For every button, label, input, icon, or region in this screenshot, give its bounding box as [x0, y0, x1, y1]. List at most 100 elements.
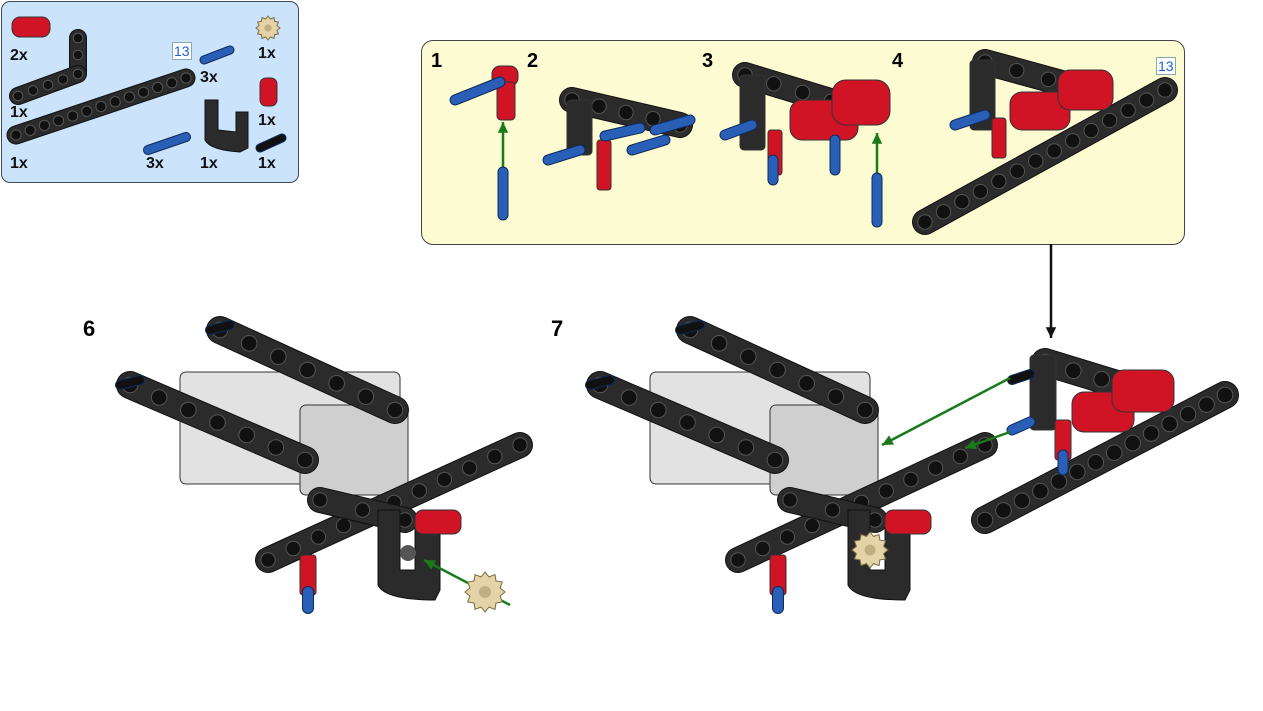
step4-long-beam-hole — [917, 214, 933, 230]
tan-gear-part-hub — [264, 24, 272, 32]
step7-sub-blue-pin — [1007, 417, 1035, 435]
step6-beam-back-hole — [299, 361, 316, 379]
step6-axle-joiner — [414, 509, 462, 535]
step7-beam-back-hole — [798, 375, 815, 392]
l-beam-part-hole — [72, 68, 84, 80]
long-beam-part-hole — [10, 129, 22, 141]
step7-cross-beam-hole — [927, 460, 944, 476]
step7-sub-long-beam-hole — [1087, 454, 1105, 471]
step6-axle — [400, 545, 416, 561]
step7-short-beam-hole — [824, 502, 841, 518]
step7-sub-long-beam-hole — [1179, 405, 1197, 423]
step7-beam-front-hole — [620, 389, 638, 406]
qty-long-beam: 1x — [10, 155, 28, 172]
step2-pin — [600, 123, 645, 141]
step7-sub-long-beam-hole — [1161, 415, 1178, 433]
long-beam-part-hole — [24, 124, 36, 136]
step7-sub-long-beam-hole — [1142, 425, 1160, 442]
step6-cross-beam-hole — [461, 460, 478, 476]
step2-l-beam-hole — [618, 104, 634, 121]
step7-beam-back-hole — [827, 388, 845, 405]
step6-beam-back-hole — [328, 375, 345, 392]
step7-beam-front-hole — [650, 401, 667, 419]
step2-red-part — [596, 139, 612, 191]
qty-l-beam: 1x — [10, 104, 28, 121]
step6-cross-beam-hole — [411, 483, 427, 499]
step6-beam-front-hole — [180, 401, 197, 419]
step7-attach-arrow-upper-head — [882, 435, 894, 445]
step7-beam-front-hole — [708, 426, 725, 444]
long-beam-part-hole — [109, 96, 121, 108]
step7-sub-red-connector — [1111, 369, 1175, 413]
step7-sub-l-beam-hole — [1065, 362, 1082, 379]
step7-beam-front-hole — [737, 439, 755, 456]
step7-sub-long-beam-hole — [1216, 386, 1234, 404]
step7-axle-joiner — [884, 509, 932, 535]
step2-pin — [627, 135, 670, 155]
step-number-7: 7 — [551, 316, 564, 341]
step3-l-beam — [739, 74, 766, 151]
sub-page-reference-badge[interactable]: 13 — [1156, 57, 1176, 75]
step6-cross-beam-hole — [436, 471, 453, 488]
step2-pin — [650, 115, 695, 135]
step1-red-connector — [496, 81, 516, 121]
step3-arrow-head — [871, 133, 883, 144]
l-beam-part-hole — [42, 79, 54, 91]
step2-l-beam-hole — [591, 98, 607, 114]
red-connector-part — [11, 16, 51, 38]
long-beam-part-hole — [38, 119, 50, 132]
step6-cross-beam-hole — [310, 529, 327, 545]
step3-red-connector — [831, 79, 891, 126]
long-beam-part-hole — [81, 105, 93, 117]
step6-beam-back-hole — [357, 388, 375, 405]
step1-blue-pin — [450, 77, 505, 105]
step6-beam-front-hole — [209, 414, 226, 431]
step4-l-beam-hole — [1040, 71, 1057, 88]
sub-step-4: 4 — [892, 50, 904, 72]
step6-beam-back-hole — [270, 348, 287, 365]
sub-step-1: 1 — [431, 50, 443, 72]
qty-long-pin: 3x — [146, 155, 164, 172]
step7-cross-beam-hole — [952, 448, 968, 465]
step6-beam-front-hole — [150, 389, 168, 406]
step7-black-pin — [676, 321, 704, 334]
step7-cross-beam-hole — [878, 483, 894, 499]
step4-long-beam-hole — [954, 193, 970, 210]
step7-beam-back-hole — [856, 401, 874, 419]
long-beam-part-hole — [152, 81, 164, 94]
step6-beam-front-hole — [267, 439, 285, 456]
step4-long-beam-hole — [1157, 82, 1173, 98]
step7-sub-l-beam — [1029, 354, 1057, 431]
black-pin-part — [256, 134, 286, 152]
step4-long-beam-hole — [1009, 163, 1026, 179]
qty-black-pin: 1x — [258, 155, 276, 172]
step7-attach-arrow-upper — [881, 376, 1011, 447]
step4-pin — [950, 110, 990, 130]
step7-cross-beam-hole — [804, 517, 820, 534]
step7-sub-long-beam-hole — [1050, 473, 1068, 490]
step4-long-beam-hole — [935, 204, 952, 220]
step6-cross-beam-hole — [512, 437, 528, 453]
step7-black-pin — [586, 376, 614, 389]
step7-sub-long-beam-hole — [976, 511, 994, 529]
blue-long-pin-part — [144, 133, 190, 154]
step6-short-beam-hole — [312, 492, 328, 508]
step-number-6: 6 — [83, 316, 96, 341]
step7-short-beam-hole — [782, 492, 798, 508]
l-beam-part-hole — [12, 90, 24, 102]
u-bracket-part — [204, 99, 249, 153]
step6-black-pin — [206, 321, 234, 334]
step7-sub-long-beam-hole — [1124, 434, 1141, 452]
step4-red-connector — [1009, 91, 1071, 131]
long-beam-part-hole — [52, 115, 65, 127]
step7-cross-beam-hole — [903, 471, 919, 488]
long-beam-part-hole — [67, 110, 79, 122]
step6-cross-beam-hole — [285, 540, 301, 557]
step7-sub-long-beam-hole — [1032, 482, 1049, 500]
page-reference-badge[interactable]: 13 — [172, 42, 192, 60]
step2-pin — [543, 145, 585, 165]
step6-gear-arrow-head — [424, 560, 436, 570]
step7-beam-back-hole — [710, 335, 728, 352]
step7-gear-hub — [864, 544, 876, 556]
step7-sub-black-pin — [1008, 370, 1034, 384]
